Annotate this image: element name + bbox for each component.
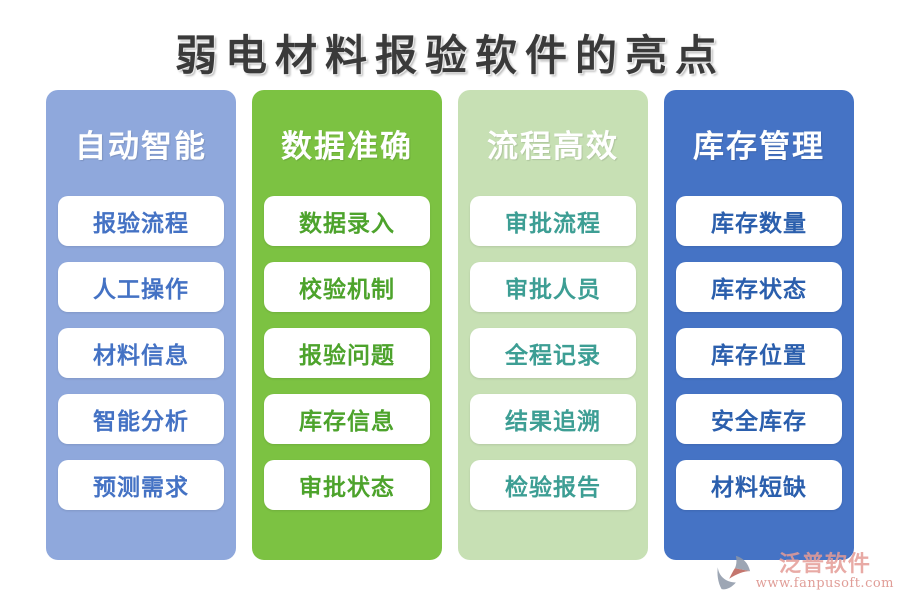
feature-card: 材料信息	[58, 328, 224, 378]
feature-card: 结果追溯	[470, 394, 636, 444]
feature-columns: 自动智能 报验流程 人工操作 材料信息 智能分析 预测需求 数据准确 数据录入 …	[46, 90, 854, 560]
feature-card: 校验机制	[264, 262, 430, 312]
card-list: 报验流程 人工操作 材料信息 智能分析 预测需求	[58, 196, 224, 510]
column-header: 流程高效	[487, 128, 619, 165]
feature-card: 安全库存	[676, 394, 842, 444]
page-title: 弱电材料报验软件的亮点	[174, 31, 725, 80]
feature-card: 库存数量	[676, 196, 842, 246]
brand-watermark: 泛普软件 www.fanpusoft.com	[714, 552, 894, 592]
feature-card: 全程记录	[470, 328, 636, 378]
feature-card: 库存位置	[676, 328, 842, 378]
brand-url: www.fanpusoft.com	[755, 576, 894, 591]
feature-card: 智能分析	[58, 394, 224, 444]
column-auto-intelligent: 自动智能 报验流程 人工操作 材料信息 智能分析 预测需求	[46, 90, 236, 560]
watermark-text: 泛普软件 www.fanpusoft.com	[756, 552, 894, 591]
column-process-efficiency: 流程高效 审批流程 审批人员 全程记录 结果追溯 检验报告	[458, 90, 648, 560]
column-inventory-management: 库存管理 库存数量 库存状态 库存位置 安全库存 材料短缺	[664, 90, 854, 560]
card-list: 库存数量 库存状态 库存位置 安全库存 材料短缺	[676, 196, 842, 510]
column-header: 自动智能	[75, 128, 207, 165]
column-data-accuracy: 数据准确 数据录入 校验机制 报验问题 库存信息 审批状态	[252, 90, 442, 560]
feature-card: 报验问题	[264, 328, 430, 378]
feature-card: 库存状态	[676, 262, 842, 312]
feature-card: 材料短缺	[676, 460, 842, 510]
feature-card: 检验报告	[470, 460, 636, 510]
feature-card: 数据录入	[264, 196, 430, 246]
feature-card: 审批人员	[470, 262, 636, 312]
card-list: 审批流程 审批人员 全程记录 结果追溯 检验报告	[470, 196, 636, 510]
feature-card: 报验流程	[58, 196, 224, 246]
feature-card: 审批流程	[470, 196, 636, 246]
fanpu-swirl-icon	[717, 555, 750, 590]
feature-card: 人工操作	[58, 262, 224, 312]
feature-card: 预测需求	[58, 460, 224, 510]
brand-name: 泛普软件	[778, 551, 871, 577]
feature-card: 库存信息	[264, 394, 430, 444]
column-header: 库存管理	[693, 128, 825, 165]
feature-card: 审批状态	[264, 460, 430, 510]
card-list: 数据录入 校验机制 报验问题 库存信息 审批状态	[264, 196, 430, 510]
column-header: 数据准确	[281, 128, 413, 165]
